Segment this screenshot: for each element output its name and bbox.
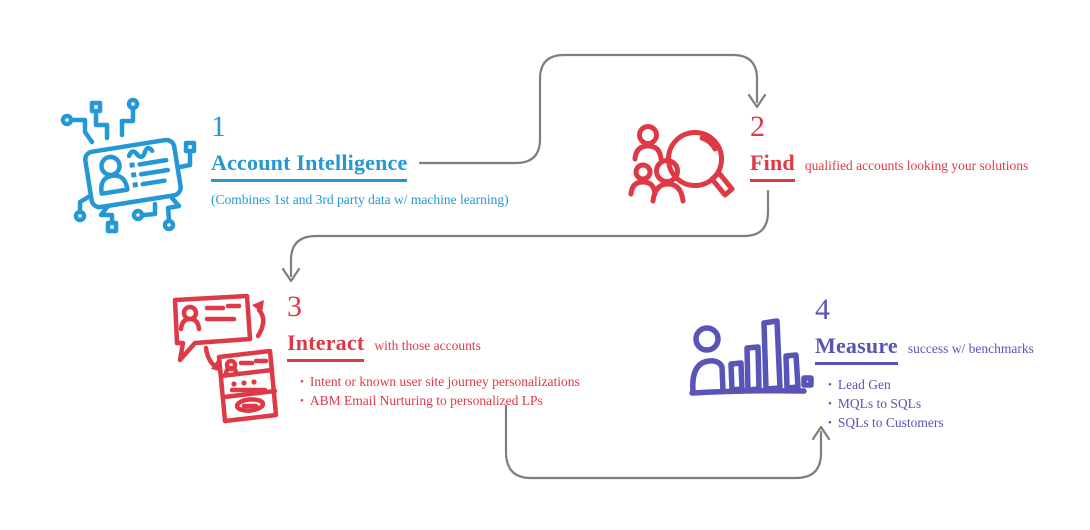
arrow-step2-to-step3 [281,189,770,283]
step-title: Interact [287,330,365,362]
bullet-item: • MQLs to SQLs [828,395,1034,414]
step-interact: 3 Interact with those accounts • Intent … [287,292,580,411]
bullet-text: MQLs to SQLs [837,395,922,411]
bullet-text: ABM Email Nurturing to personalized LPs [309,392,543,408]
bullet-item: • Intent or known user site journey pers… [300,373,580,392]
bullet-item: • Lead Gen [828,376,1034,395]
arrow-step3-to-step4 [504,404,831,480]
step-description: (Combines 1st and 3rd party data w/ mach… [211,192,509,207]
bullet-text: Intent or known user site journey person… [309,374,580,389]
step-measure: 4 Measure success w/ benchmarks • Lead G… [815,295,1034,433]
bullet-dot: • [828,397,832,410]
step-title: Account Intelligence [211,150,408,182]
bullet-dot: • [828,379,832,391]
step-number: 2 [750,110,765,143]
bullet-text: SQLs to Customers [837,414,944,430]
bullet-dot: • [828,416,832,429]
bullet-dot: • [300,376,304,388]
step-description: with those accounts [374,338,481,353]
step-description: success w/ benchmarks [907,341,1034,356]
people-magnifier-icon [628,124,735,204]
step-account-intelligence: 1 Account Intelligence (Combines 1st and… [211,112,509,208]
bullet-dot: • [300,394,304,407]
step-bullet-list: • Intent or known user site journey pers… [300,373,580,411]
step-number: 1 [211,110,226,143]
step-title: Find [750,150,795,182]
step-find: 2 Find qualified accounts looking your s… [750,112,1028,182]
chat-phone-sync-icon [172,293,279,424]
arrow-step1-to-step2 [418,53,767,165]
bullet-item: • ABM Email Nurturing to personalized LP… [300,392,580,411]
step-description: qualified accounts looking your solution… [804,158,1029,173]
person-barchart-icon [689,318,814,396]
step-number: 3 [287,290,302,323]
bullet-text: Lead Gen [837,377,891,392]
step-bullet-list: • Lead Gen • MQLs to SQLs • SQLs to Cust… [828,376,1034,433]
id-card-circuit-icon [60,97,197,234]
step-title: Measure [815,333,898,365]
bullet-item: • SQLs to Customers [828,414,1034,433]
step-number: 4 [815,293,830,326]
